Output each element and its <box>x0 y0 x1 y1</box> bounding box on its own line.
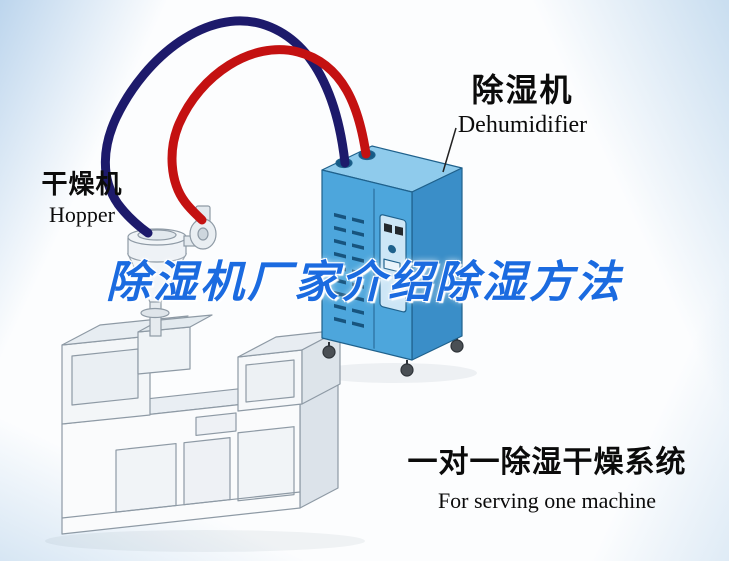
watermark-title: 除湿机厂家介绍除湿方法 <box>106 258 623 307</box>
panel-button-1 <box>384 223 392 234</box>
dehumidifier-label: 除湿机 Dehumidifier <box>440 72 605 139</box>
hose-red <box>167 45 371 225</box>
system-caption: 一对一除湿干燥系统 For serving one machine <box>396 446 698 513</box>
panel-button-2 <box>395 225 403 236</box>
dehumidifier-label-cn: 除湿机 <box>471 72 574 108</box>
hopper-label: 干燥机 Hopper <box>26 169 138 227</box>
system-caption-cn: 一对一除湿干燥系统 <box>407 446 687 479</box>
dehumidifier-label-en: Dehumidifier <box>457 111 588 138</box>
wheel-side-right <box>450 339 464 353</box>
machine-shadow <box>45 530 365 552</box>
vent-slots <box>334 212 364 328</box>
hopper-label-en: Hopper <box>49 201 115 227</box>
left-unit-panel <box>71 348 139 406</box>
blower-hub <box>197 227 209 241</box>
wheel-front-right <box>400 363 414 377</box>
hopper-label-cn: 干燥机 <box>41 169 123 199</box>
panel-knob <box>388 244 396 254</box>
system-caption-en: For serving one machine <box>437 487 657 513</box>
dehumidifier-cabinet <box>321 145 464 377</box>
wheel-front-left <box>322 345 336 359</box>
panel-display <box>383 258 401 273</box>
hose-navy <box>100 16 350 238</box>
cabinet-front-details <box>334 188 407 349</box>
dehumidifier-shadow <box>313 363 477 383</box>
dehumidifier-leader-line <box>442 127 457 173</box>
molding-machine <box>61 314 341 535</box>
right-housing-panel <box>245 359 295 403</box>
hopper-flange <box>140 307 170 319</box>
caster-wheels <box>322 336 464 377</box>
hopper-pedestal-front <box>137 326 191 375</box>
machine-front-panels <box>62 412 300 519</box>
